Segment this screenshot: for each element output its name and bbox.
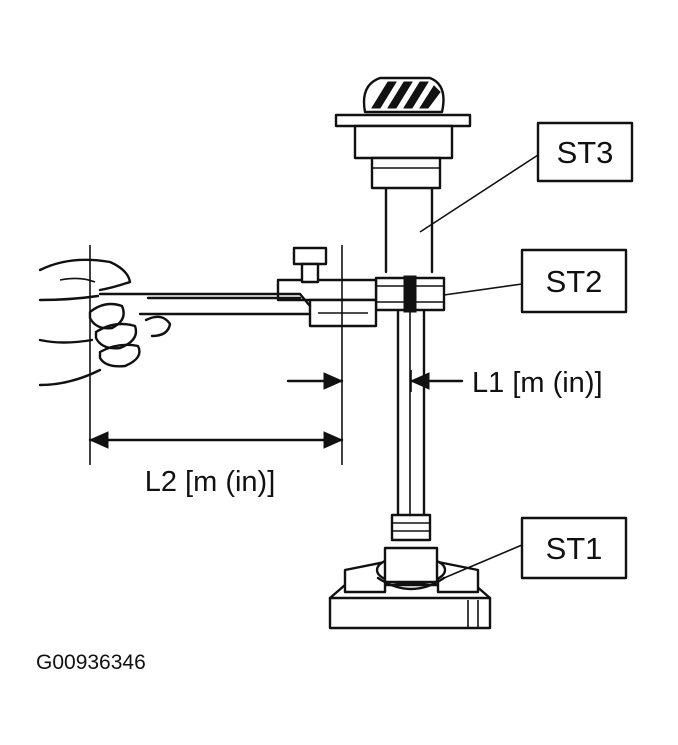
vise-base: [328, 560, 492, 630]
st3-pinion: [334, 76, 472, 190]
dimension-l2-label: L2 [m (in)]: [145, 466, 276, 498]
label-st1: ST1: [520, 516, 628, 580]
shaft: [384, 183, 434, 522]
label-st1-text: ST1: [546, 531, 603, 566]
label-st3-text: ST3: [557, 135, 614, 170]
dimension-l1-label: L1 [m (in)]: [472, 367, 603, 399]
dimension-lines: [88, 245, 464, 465]
figure-code: G00936346: [36, 651, 146, 674]
hand-illustration: [38, 258, 172, 387]
st2-collar: [374, 275, 446, 313]
label-st2-text: ST2: [546, 264, 603, 299]
label-st3: ST3: [536, 121, 634, 183]
st1-adapter: [375, 513, 447, 591]
torque-wrench: [98, 246, 378, 328]
leader-lines: [419, 154, 539, 579]
label-st2: ST2: [520, 248, 628, 314]
